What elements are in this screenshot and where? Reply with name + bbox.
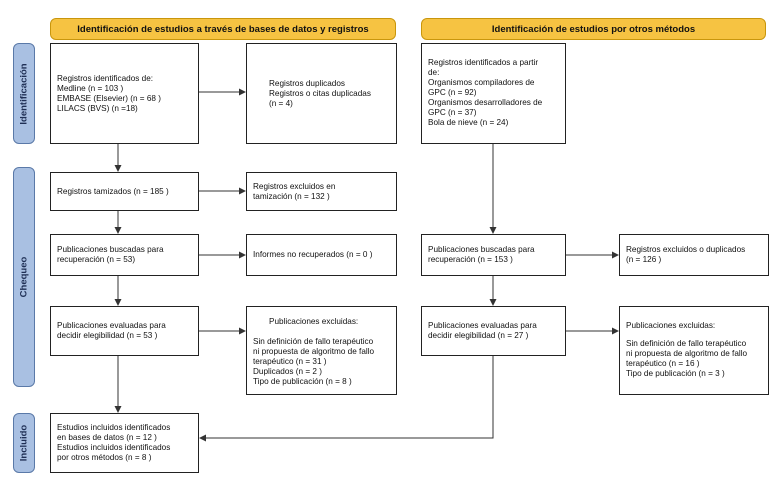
box-line: Registros identificados de: [57,73,154,83]
box-line: Publicaciones evaluadas para [428,321,537,330]
box-line: decidir elegibilidad (n = 53 ) [57,331,158,340]
box-line: Registros excluidos o duplicados [626,245,746,254]
arrow-other-to-included [199,356,494,442]
box-line: EMBASE (Elsevier) (n = 68 ) [57,93,161,103]
box-line: LILACS (BVS) (n =18) [57,103,138,113]
box-line: ni propuesta de algoritmo de fallo [626,349,748,358]
box-line: terapéutico (n = 31 ) [253,357,327,366]
box-line: Bola de nieve (n = 24) [428,118,509,127]
box-line: Registros o citas duplicadas [269,88,371,98]
header-databases: Identificación de estudios a través de b… [50,18,396,40]
box-line: Tipo de publicación (n = 8 ) [253,377,352,386]
box-line: Informes no recuperados (n = 0 ) [253,250,373,259]
phase-screening: Chequeo [13,167,35,387]
box-line: Publicaciones buscadas para [57,245,164,254]
box-line: de: [428,68,440,77]
box-excluded-other: Publicaciones excluidas: Sin definición … [619,306,769,395]
box-line: Registros duplicados [269,78,346,88]
excluded-other-title: Publicaciones excluidas: [626,321,716,330]
box-line: Tipo de publicación (n = 3 ) [626,369,725,378]
box-line: (n = 4) [269,98,293,108]
box-line: GPC (n = 92) [428,88,477,97]
box-excluded-duplicates-other: Registros excluidos o duplicados(n = 126… [619,234,769,276]
box-db-records: Registros identificados de:Medline (n = … [50,43,199,144]
box-line: Medline (n = 103 ) [57,83,124,93]
box-excluded-db: Publicaciones excluidas: Sin definición … [246,306,397,395]
box-line: en bases de datos (n = 12 ) [57,433,157,442]
box-line: recuperación (n = 153 ) [428,255,513,264]
box-line: Publicaciones buscadas para [428,245,535,254]
box-line: Estudios incluidos identificados [57,443,171,452]
box-line: Organismos desarrolladores de [428,98,543,107]
box-line: por otros métodos (n = 8 ) [57,453,152,462]
box-line: GPC (n = 37) [428,108,477,117]
box-line: Publicaciones evaluadas para [57,321,166,330]
box-line: decidir elegibilidad (n = 27 ) [428,331,529,340]
box-line: tamización (n = 132 ) [253,191,330,201]
excluded-db-title: Publicaciones excluidas: [269,317,359,326]
box-line: Duplicados (n = 2 ) [253,367,322,376]
header-other-methods: Identificación de estudios por otros mét… [421,18,766,40]
phase-included: Incluido [13,413,35,473]
box-line: Registros identificados a partir [428,58,539,67]
box-line: Sin definición de fallo terapéutico [253,337,374,346]
phase-identification: Identificación [13,43,35,144]
box-line: (n = 126 ) [626,255,662,264]
box-line: Registros excluidos en [253,181,336,191]
box-line: terapéutico (n = 16 ) [626,359,700,368]
box-line: Sin definición de fallo terapéutico [626,339,747,348]
box-line: ni propuesta de algoritmo de fallo [253,347,375,356]
box-line: Registros tamizados (n = 185 ) [57,186,169,196]
box-line: Organismos compiladores de [428,78,535,87]
box-screened: Registros tamizados (n = 185 ) [50,172,199,211]
box-line: Estudios incluidos identificados [57,423,171,432]
box-line: recuperación (n = 53) [57,255,136,264]
box-not-retrieved: Informes no recuperados (n = 0 ) [246,234,397,276]
